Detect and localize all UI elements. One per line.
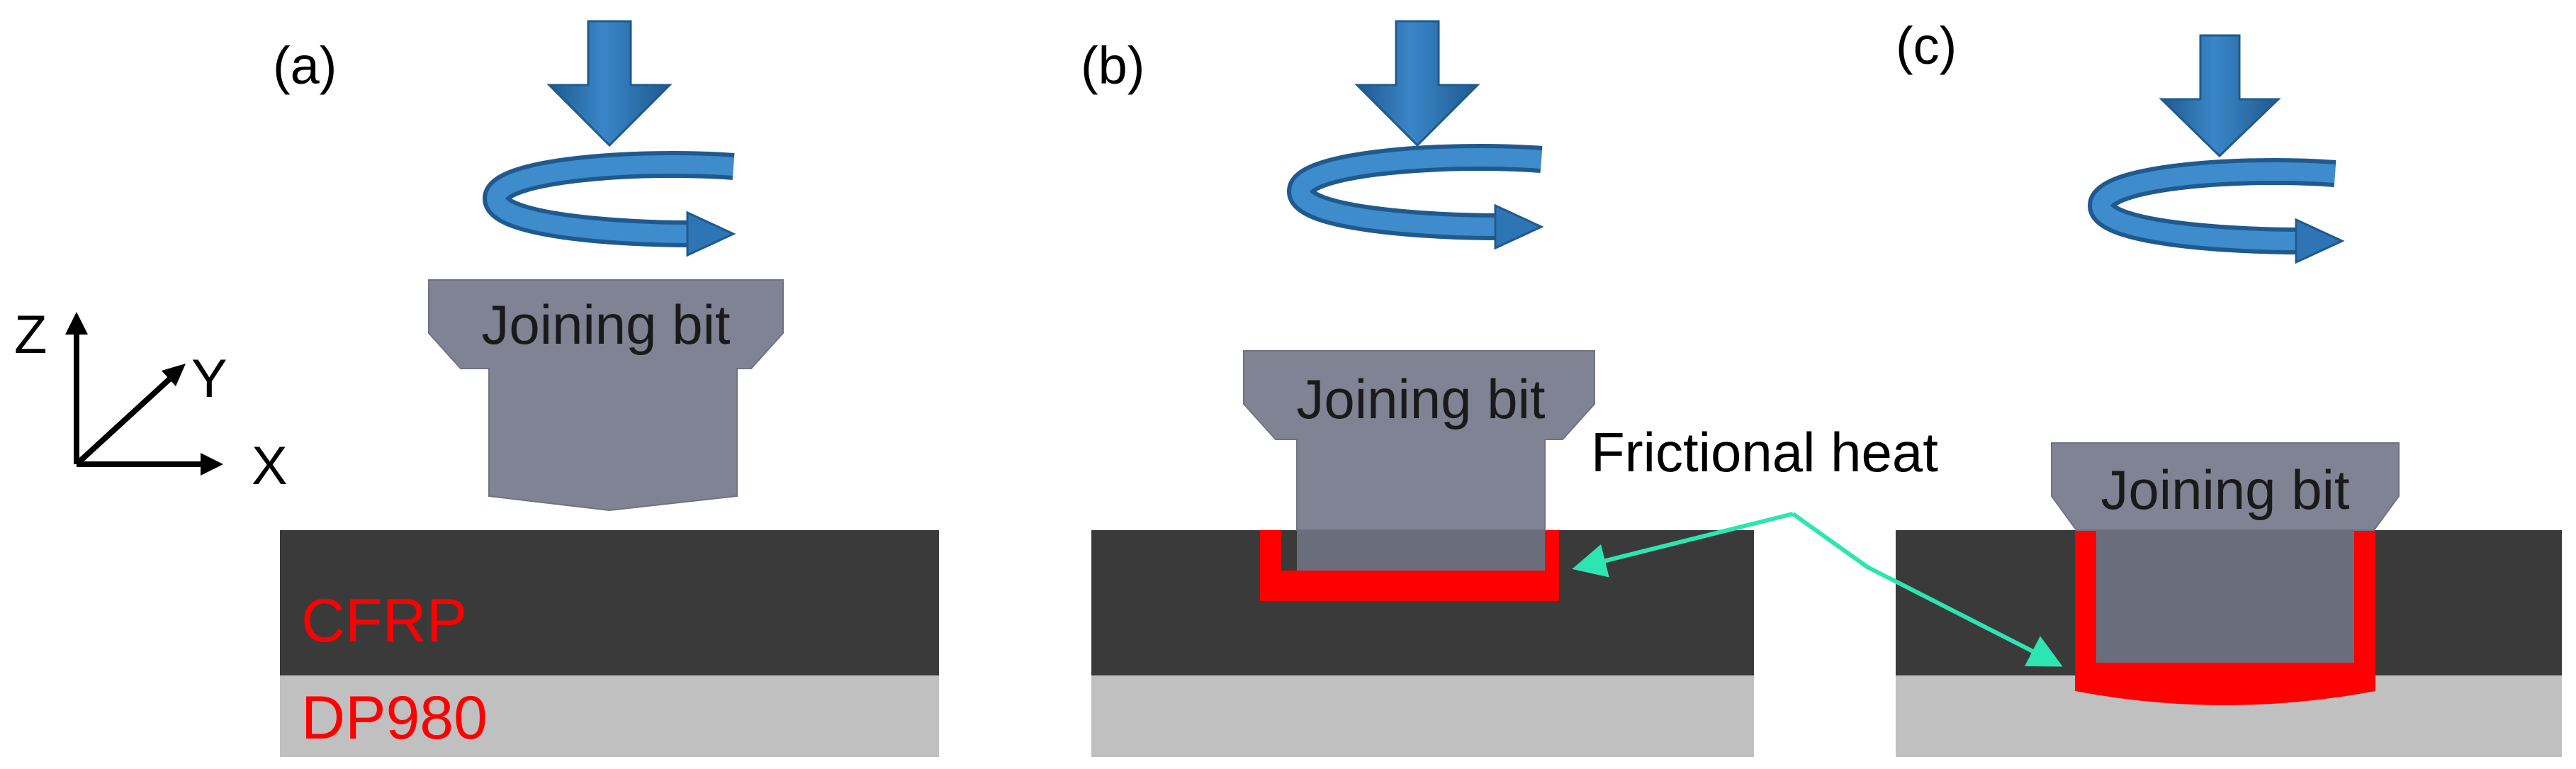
joining-bit: Joining bit: [2051, 442, 2400, 663]
frictional-heat-label: Frictional heat: [1591, 421, 1938, 483]
axis-y-label: Y: [191, 349, 227, 409]
dp980-plate: [280, 675, 939, 757]
joining-bit: Joining bit: [428, 279, 784, 512]
cfrp-label: CFRP: [301, 587, 467, 655]
panel-label-c: (c): [1896, 16, 1957, 75]
panel-label-b: (b): [1081, 36, 1144, 95]
dp980-plate: [1091, 675, 1754, 757]
frictional-heat-annotation: Frictional heat: [1572, 421, 2063, 667]
panel-c: (c) Joining bit: [1896, 16, 2562, 757]
rotation-arrow-icon: [482, 151, 736, 257]
annotation-arrow-b: [1572, 512, 1794, 578]
bit-label: Joining bit: [481, 293, 731, 356]
bit-label: Joining bit: [2100, 459, 2350, 521]
axis-x-label: X: [252, 436, 288, 496]
joining-bit: Joining bit: [1243, 350, 1595, 571]
rotation-arrow-icon: [1286, 144, 1544, 250]
down-arrow-icon: [1354, 20, 1480, 147]
down-arrow-icon: [2159, 34, 2281, 158]
rotation-arrow-icon: [2087, 158, 2345, 264]
frictional-heat-zone: [2075, 530, 2375, 705]
panel-b: (b) Joining bit: [1081, 20, 1754, 757]
frictional-heat-zone: [1260, 530, 1559, 601]
annotation-arrow-c: [1792, 512, 2063, 667]
bit-label: Joining bit: [1296, 368, 1546, 430]
down-arrow-icon: [546, 20, 673, 147]
dp980-label: DP980: [301, 684, 488, 752]
panel-a: (a) Joining bit CFRP DP980: [273, 20, 939, 757]
cfrp-plate: [280, 530, 939, 675]
coordinate-axes: Z Y X: [14, 305, 288, 496]
axis-z-label: Z: [14, 305, 47, 365]
panel-label-a: (a): [273, 36, 337, 95]
